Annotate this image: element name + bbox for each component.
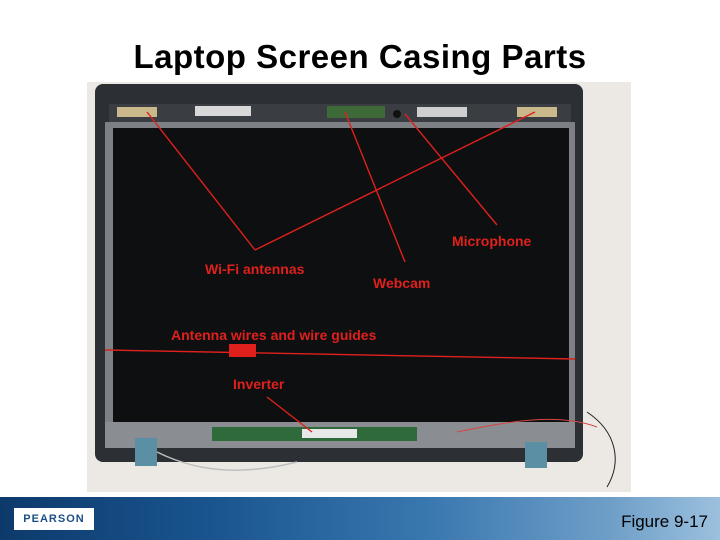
inverter-label: Inverter	[233, 376, 285, 392]
microphone-label: Microphone	[452, 233, 532, 249]
laptop-screen-illustration	[87, 82, 631, 492]
figure-caption: Figure 9-17	[621, 512, 708, 531]
wifi-antennas-label: Wi-Fi antennas	[205, 261, 305, 277]
antenna-wires-label: Antenna wires and wire guides	[171, 327, 377, 343]
laptop-screen-photo: Microphone Wi-Fi antennas Webcam Antenna…	[87, 82, 631, 492]
footer-bar	[0, 497, 720, 540]
webcam-label: Webcam	[373, 275, 431, 291]
pearson-logo: PEARSON	[14, 508, 94, 530]
slide-title: Laptop Screen Casing Parts	[133, 38, 587, 75]
